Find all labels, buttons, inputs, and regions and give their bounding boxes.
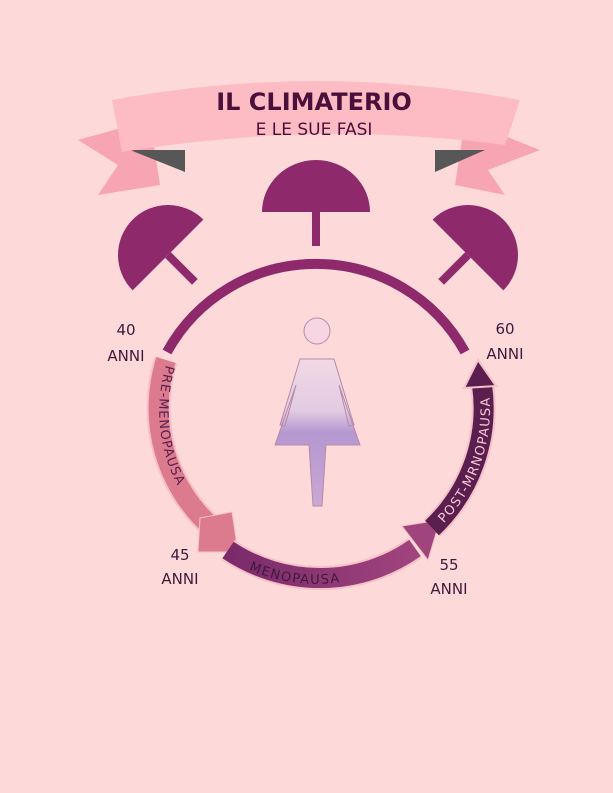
age-60-unit: ANNI — [486, 345, 523, 363]
alarm-clock — [118, 160, 518, 355]
top-bell-stem — [312, 210, 320, 246]
right-bell-icon — [432, 205, 518, 291]
phase-arrow-menopausa: MENOPAUSA — [221, 519, 441, 591]
phase-arrow-pre: PRE-MENOPAUSA — [146, 356, 239, 553]
title: IL CLIMATERIO — [216, 88, 412, 116]
woman-icon — [274, 317, 361, 507]
age-60-value: 60 — [495, 320, 514, 338]
phase-arrow-post: POST-MRNOPAUSA — [423, 358, 498, 537]
svg-text:MENOPAUSA: MENOPAUSA — [247, 559, 341, 587]
age-45-value: 45 — [170, 546, 189, 564]
subtitle: E LE SUE FASI — [256, 120, 373, 140]
phase-label-menopausa: MENOPAUSA — [247, 559, 340, 587]
age-40-value: 40 — [116, 321, 135, 339]
age-45-unit: ANNI — [161, 570, 198, 588]
age-55-unit: ANNI — [430, 580, 467, 598]
title-ribbon — [78, 81, 540, 195]
left-bell-icon — [118, 205, 204, 291]
age-40-unit: ANNI — [107, 347, 144, 365]
age-55-value: 55 — [439, 556, 458, 574]
clock-ring — [162, 258, 470, 355]
top-bell-icon — [262, 160, 370, 212]
